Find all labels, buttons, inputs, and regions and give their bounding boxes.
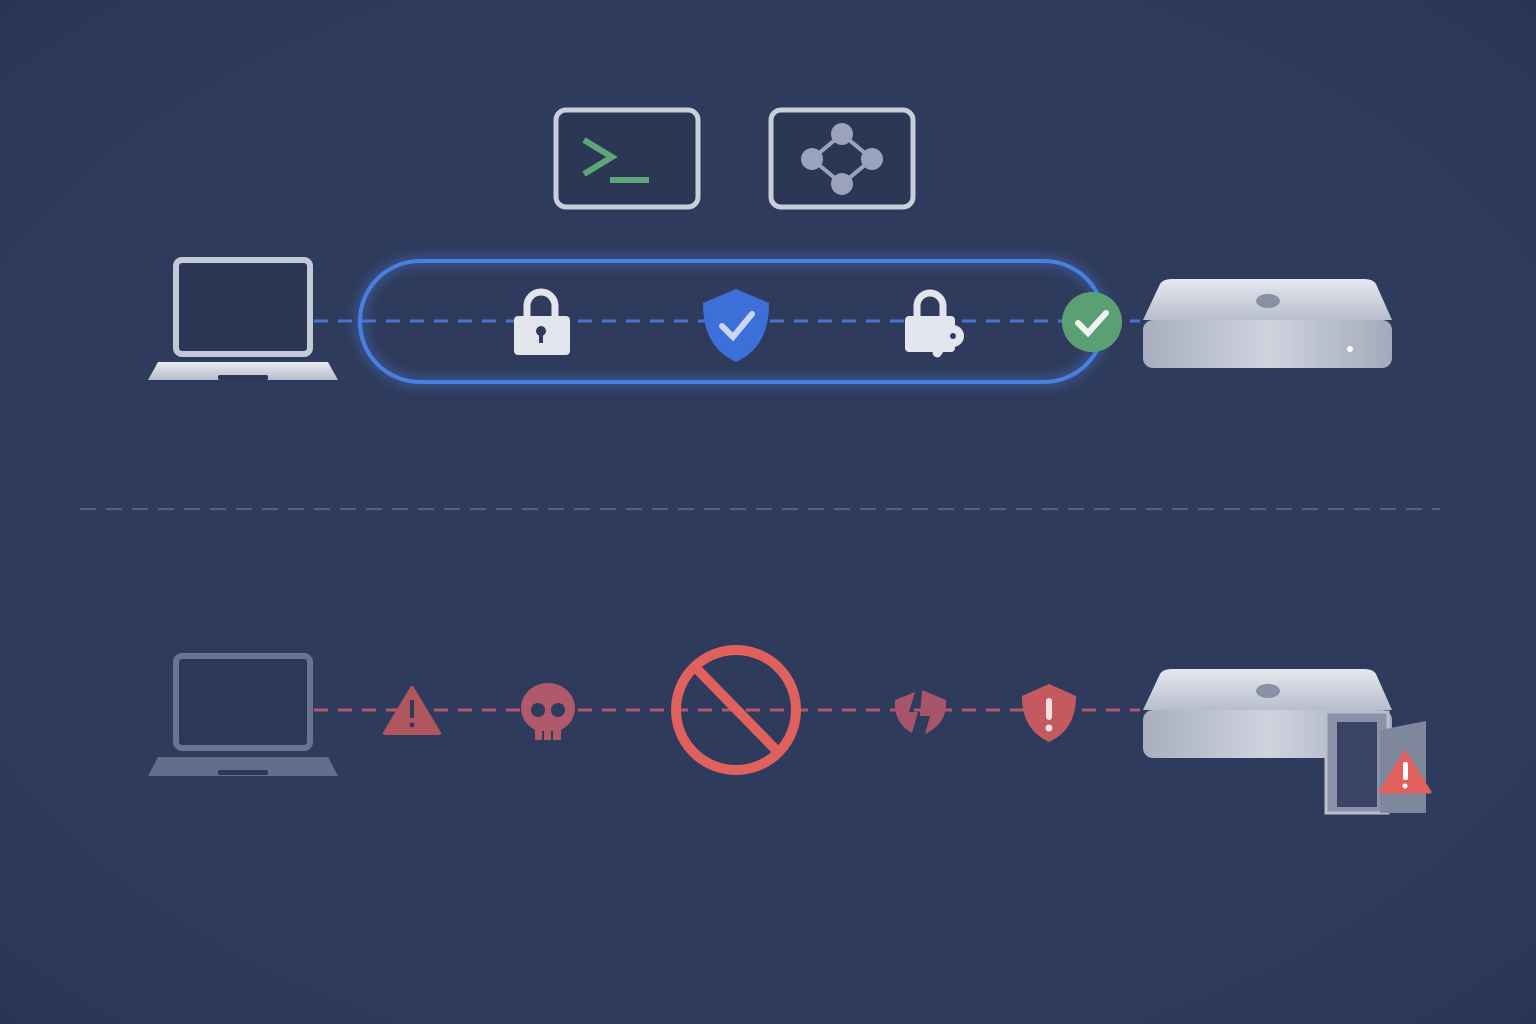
laptop-icon	[148, 653, 338, 776]
apple-logo-icon	[1256, 684, 1280, 698]
lock-key-icon	[905, 289, 964, 358]
broken-shield-icon	[894, 690, 947, 734]
prohibited-icon	[671, 645, 801, 775]
laptop-icon	[148, 257, 338, 380]
open-door-warning-icon	[1324, 710, 1432, 815]
power-led	[1347, 346, 1353, 352]
lock-icon	[514, 288, 570, 355]
mac-mini-icon	[1143, 279, 1392, 368]
network-nodes-icon	[768, 107, 916, 210]
shield-check-icon	[703, 289, 769, 362]
check-circle-icon	[1062, 292, 1122, 352]
apple-logo-icon	[1256, 294, 1280, 308]
shield-alert-icon	[1022, 684, 1076, 742]
skull-icon	[521, 683, 575, 740]
terminal-icon	[553, 107, 701, 210]
warning-triangle-icon	[383, 686, 441, 735]
